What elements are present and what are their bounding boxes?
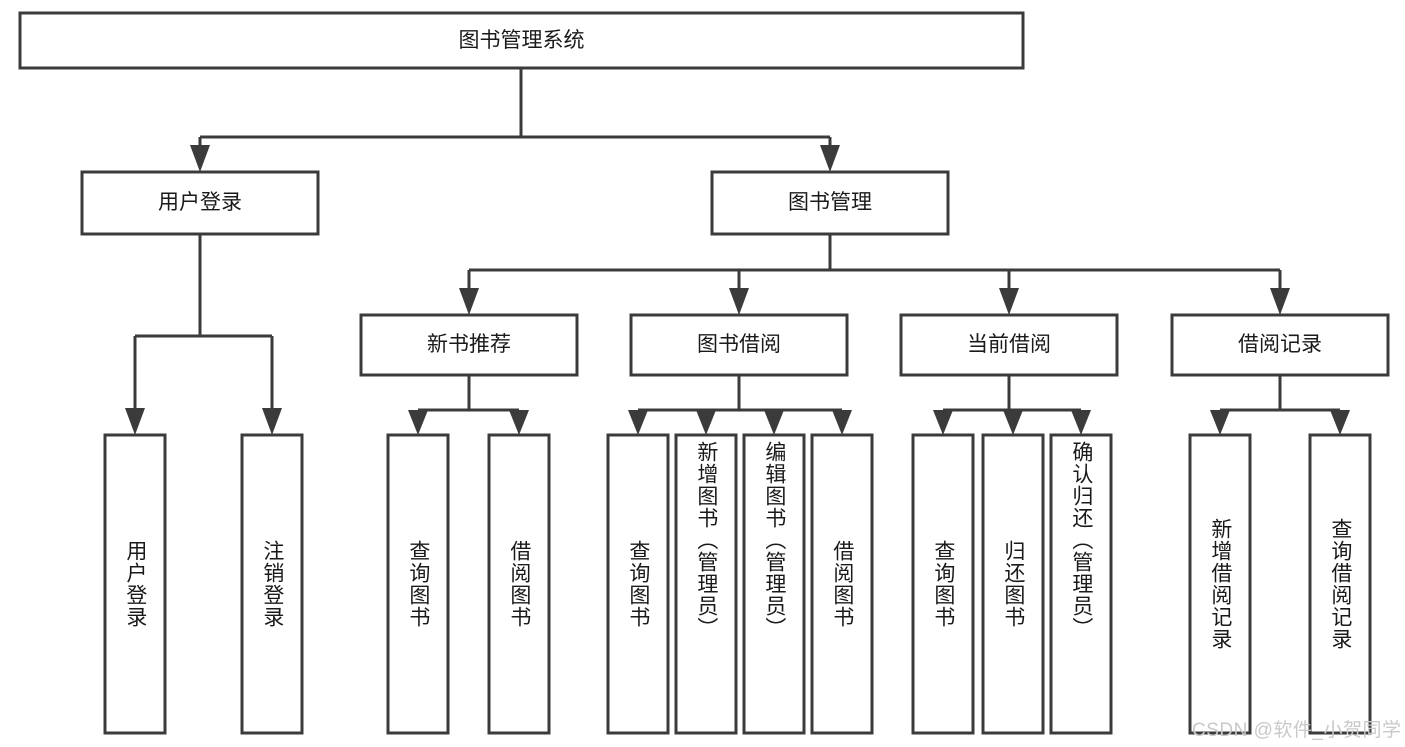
node-box-leaf-user-login[interactable]	[103, 433, 167, 735]
arrow-head-leaf-borrow-book-2	[832, 410, 852, 435]
arrow-head-leaf-user-logout	[262, 408, 282, 435]
connector-root-to-level1	[190, 68, 840, 172]
connector-user-login-to-leaves	[125, 234, 282, 435]
arrow-head-leaf-confirm-return	[1071, 410, 1091, 435]
arrow-head-current-borrow	[999, 288, 1019, 315]
node-box-leaf-user-logout[interactable]	[240, 433, 304, 735]
csdn-watermark: CSDN @软件_小贺同学	[1192, 720, 1402, 741]
arrow-head-leaf-edit-book	[764, 410, 784, 435]
arrow-head-leaf-user-login	[125, 408, 145, 435]
arrow-head-leaf-query-book-2	[628, 410, 648, 435]
arrow-head-leaf-add-record	[1210, 410, 1230, 435]
node-box-leaf-query-book-3[interactable]	[911, 433, 975, 735]
connector-borrow-record-to-leaves	[1210, 375, 1350, 435]
arrow-head-borrow-record	[1270, 288, 1290, 315]
arrow-head-leaf-query-book-1	[408, 410, 428, 435]
node-box-leaf-query-record[interactable]	[1308, 433, 1372, 735]
node-box-leaf-edit-book[interactable]	[742, 433, 806, 735]
node-box-leaf-return-book[interactable]	[981, 433, 1045, 735]
arrow-head-leaf-query-book-3	[933, 410, 953, 435]
node-box-borrow-record[interactable]	[1170, 313, 1390, 377]
connector-current-borrow-to-leaves	[933, 375, 1091, 435]
arrow-head-leaf-return-book	[1003, 410, 1023, 435]
arrow-head-user-login	[190, 145, 210, 172]
arrow-head-book-borrow	[729, 288, 749, 315]
node-box-leaf-add-record[interactable]	[1188, 433, 1252, 735]
node-box-leaf-borrow-book-1[interactable]	[487, 433, 551, 735]
node-box-leaf-query-book-1[interactable]	[386, 433, 450, 735]
connector-book-management-to-level2	[459, 234, 1290, 315]
node-box-book-borrow[interactable]	[629, 313, 849, 377]
arrow-head-leaf-query-record	[1330, 410, 1350, 435]
node-box-user-login[interactable]	[80, 170, 320, 236]
arrow-head-book-management	[820, 145, 840, 172]
node-box-leaf-confirm-return[interactable]	[1049, 433, 1113, 735]
node-box-leaf-add-book[interactable]	[674, 433, 738, 735]
node-box-current-borrow[interactable]	[899, 313, 1119, 377]
node-box-new-book-recommend[interactable]	[359, 313, 579, 377]
node-box-leaf-borrow-book-2[interactable]	[810, 433, 874, 735]
node-box-root[interactable]	[18, 11, 1025, 70]
arrow-head-leaf-borrow-book-1	[509, 410, 529, 435]
node-box-leaf-query-book-2[interactable]	[606, 433, 670, 735]
arrow-head-leaf-add-book	[696, 410, 716, 435]
connector-new-book-recommend-to-leaves	[408, 375, 529, 435]
connector-book-borrow-to-leaves	[628, 375, 852, 435]
node-box-book-management[interactable]	[710, 170, 950, 236]
arrow-head-new-book-recommend	[459, 288, 479, 315]
